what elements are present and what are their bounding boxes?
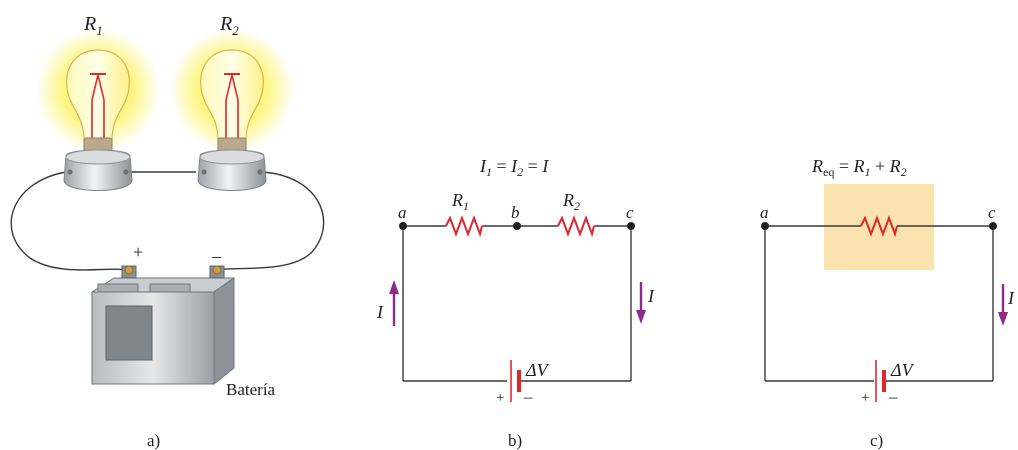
caption-c: c) bbox=[870, 431, 883, 450]
panel-a: R1 R2 + – Batería a) bbox=[10, 13, 325, 450]
wire-loop-right bbox=[215, 171, 325, 271]
battery-label: Batería bbox=[226, 380, 276, 399]
wire-loop-left bbox=[10, 171, 129, 271]
resistor-r2 bbox=[557, 215, 595, 238]
light-bulb-2 bbox=[170, 28, 294, 191]
series-current-equation: I1 = I2 = I bbox=[479, 156, 549, 179]
panel-c: Req = R1 + R2 a c I ΔV + – c) bbox=[760, 156, 1015, 450]
current-arrow-right bbox=[636, 282, 646, 324]
node-c-label: c bbox=[626, 203, 634, 222]
battery-minus: – bbox=[211, 246, 222, 266]
battery-minus-c: – bbox=[888, 387, 898, 406]
resistor-r2-label: R2 bbox=[562, 190, 580, 213]
current-arrow-left bbox=[389, 280, 399, 326]
node-c-c bbox=[989, 222, 997, 230]
resistor-r1 bbox=[445, 215, 483, 238]
current-left-label: I bbox=[376, 302, 384, 322]
battery-plus-c: + bbox=[861, 390, 869, 406]
node-a-label: a bbox=[398, 203, 407, 222]
node-a-label-c: a bbox=[760, 203, 769, 222]
equivalent-resistance-box bbox=[824, 184, 934, 270]
node-a bbox=[399, 222, 407, 230]
battery-plus-b: + bbox=[496, 390, 504, 406]
node-a-c bbox=[761, 222, 769, 230]
node-b-label: b bbox=[511, 203, 520, 222]
resistor-r1-label: R1 bbox=[451, 190, 469, 213]
battery-minus-b: – bbox=[523, 387, 533, 406]
current-right-label-c: I bbox=[1007, 288, 1015, 308]
equivalent-resistance-equation: Req = R1 + R2 bbox=[811, 156, 907, 179]
battery-short-plate-c bbox=[882, 370, 886, 392]
battery-plus: + bbox=[133, 242, 143, 262]
current-right-label: I bbox=[647, 286, 655, 306]
node-b bbox=[513, 222, 521, 230]
bulb-2-label: R2 bbox=[219, 13, 239, 38]
node-c bbox=[627, 222, 635, 230]
node-c-label-c: c bbox=[988, 203, 996, 222]
caption-b: b) bbox=[508, 431, 522, 450]
caption-a: a) bbox=[147, 431, 160, 450]
current-arrow-right-c bbox=[998, 284, 1008, 326]
emf-label: ΔV bbox=[525, 360, 550, 380]
emf-label-c: ΔV bbox=[890, 360, 915, 380]
panel-b: I1 = I2 = I a b c R1 R2 I I ΔV + – b) bbox=[376, 156, 655, 450]
resistor-req bbox=[860, 215, 898, 238]
car-battery bbox=[90, 265, 236, 386]
light-bulb-1 bbox=[36, 28, 160, 191]
battery-short-plate bbox=[517, 370, 521, 392]
bulb-1-label: R1 bbox=[83, 13, 103, 38]
